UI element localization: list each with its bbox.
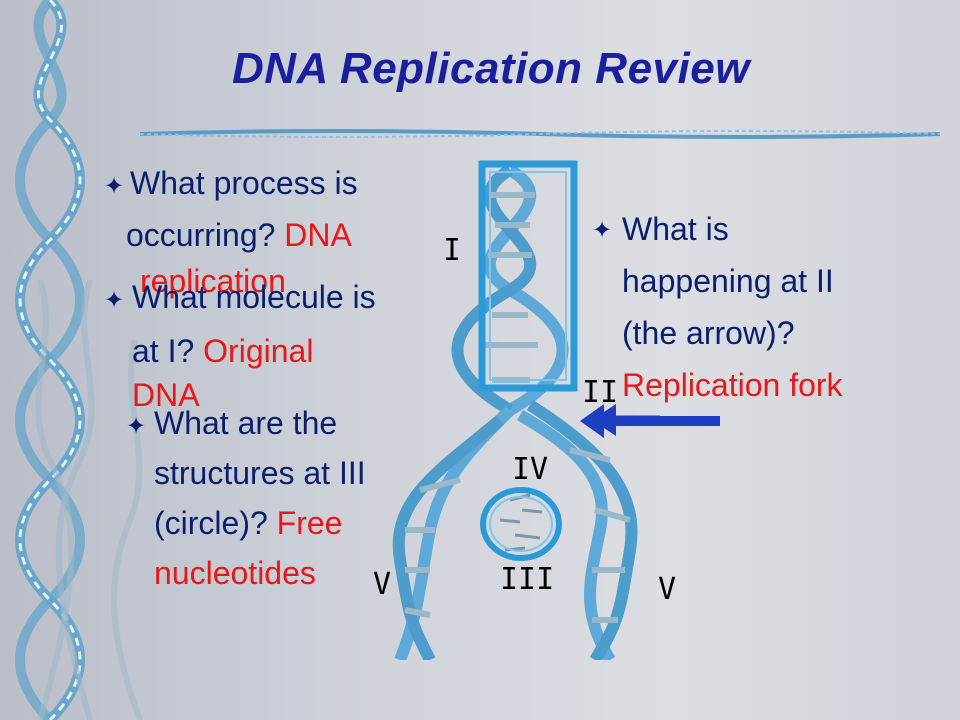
q4-line2: happening at II [622, 263, 834, 299]
label-v-right: V [658, 572, 677, 607]
faded-dna-strands [35, 280, 143, 720]
label-i: I [443, 233, 462, 268]
original-dna-highlight-box [478, 160, 578, 392]
q3-line3: (circle)? Free [154, 498, 342, 548]
q3-answer-part1: Free [276, 505, 343, 541]
q4-line1: What is [622, 211, 729, 247]
parent-helix [451, 164, 569, 416]
right-daughter-strands [516, 399, 638, 660]
free-nucleotides-circle [480, 487, 562, 561]
q2-line2: at I? Original [132, 326, 313, 376]
q3-line1: What are the [154, 405, 338, 441]
label-iv: IV [512, 452, 549, 487]
star-bullet-icon: ✦ [592, 217, 613, 244]
q3-answer-part2: nucleotides [154, 555, 316, 591]
q1-line2-text: occurring? [126, 217, 285, 253]
free-nucleotides [499, 493, 543, 552]
label-iii: III [500, 562, 555, 597]
replication-fork-arrow [580, 404, 720, 438]
q3-line3-text: (circle)? [154, 505, 277, 541]
title-divider [140, 129, 940, 139]
q2-answer-part1: Original [203, 333, 314, 369]
star-bullet-icon: ✦ [104, 287, 125, 314]
star-bullet-icon: ✦ [104, 173, 125, 200]
left-daughter-strands [392, 405, 515, 660]
q2-line2-text: at I? [132, 333, 204, 369]
dna-replication-diagram [392, 160, 660, 660]
q3-line2: structures at III [154, 455, 366, 491]
q1-answer-part2: replication [140, 263, 286, 299]
q2-answer-part2: DNA [132, 377, 200, 413]
q4-answer: Replication fork [622, 367, 843, 403]
label-ii: II [582, 375, 619, 410]
star-bullet-icon: ✦ [126, 413, 147, 440]
left-helix-decoration [15, 0, 85, 720]
label-v-left: V [373, 567, 392, 602]
q1-line2: occurring? DNA [126, 210, 352, 260]
q1-line1: What process is [130, 165, 358, 201]
q4-line3: (the arrow)? [622, 315, 795, 351]
q1-answer-part1: DNA [284, 217, 352, 253]
page-title: DNA Replication Review [232, 44, 750, 93]
q2-line1: What molecule is [132, 279, 376, 315]
